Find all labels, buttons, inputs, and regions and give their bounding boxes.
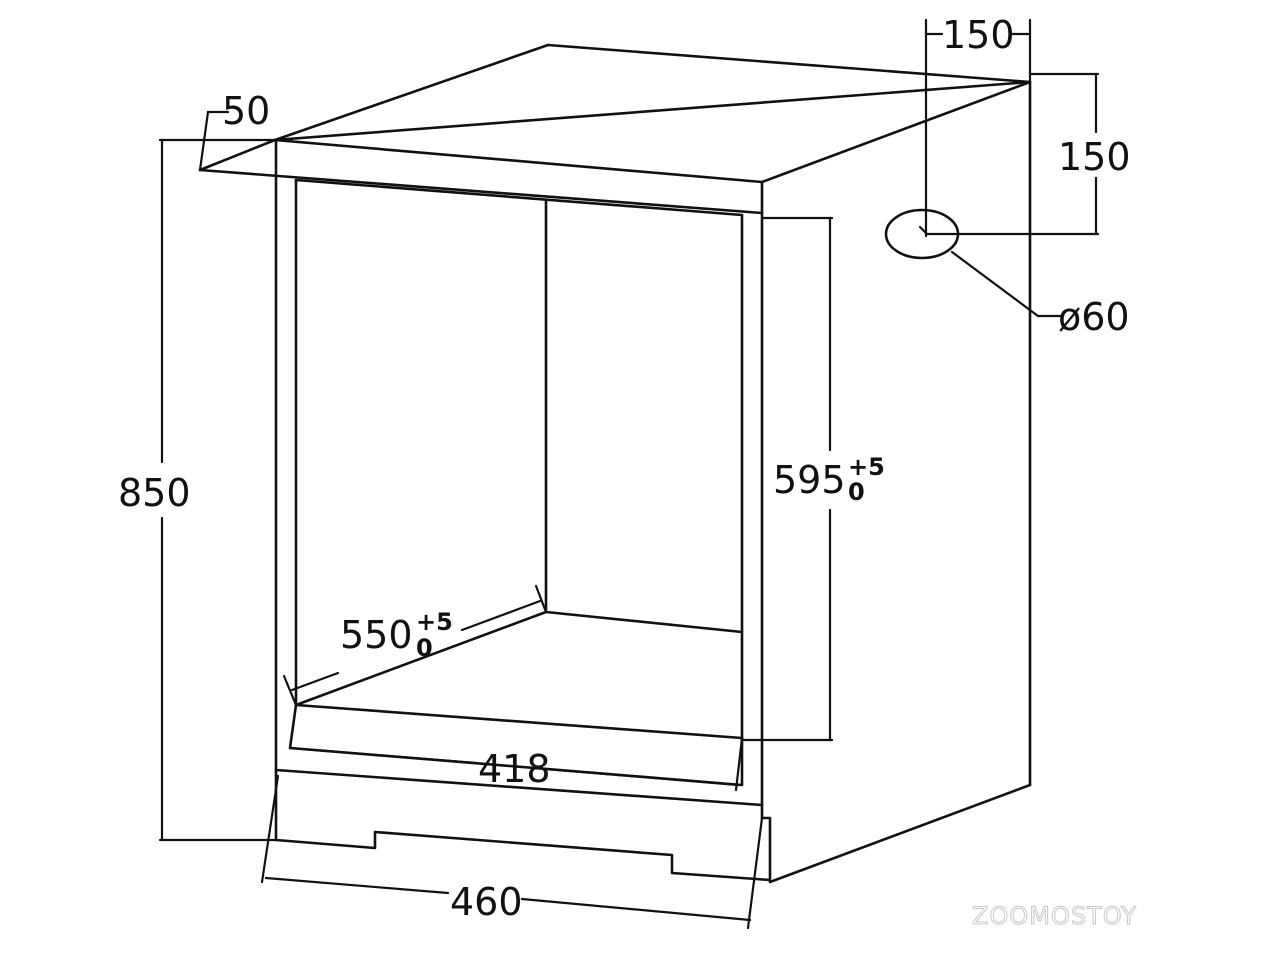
dim-vent-vertical-label: 150 [1058, 135, 1131, 179]
dim-opening-depth-tol-upper: +5 [416, 608, 453, 636]
watermark: ZOOMOSTOY [972, 902, 1137, 930]
plinth-top-edge [274, 768, 764, 807]
top-right-edge [760, 80, 1032, 184]
dim-total-height: 850 [118, 138, 278, 842]
inner-back-bottom-edge [544, 610, 744, 634]
top-back-right-edge [546, 43, 1032, 84]
dim-opening-depth-label: 550 [340, 613, 413, 657]
dim-opening-depth: 550 +5 0 [282, 584, 548, 707]
cabinet-outline [198, 43, 1032, 884]
inner-floor-left-edge [294, 610, 548, 707]
inner-top-edge [294, 178, 744, 217]
plinth-front-profile [274, 816, 772, 882]
dim-vent-horizontal-label: 150 [942, 13, 1015, 57]
dim-vent-diameter: ø60 [950, 250, 1130, 339]
dim-vent-vertical: 150 [924, 72, 1131, 236]
dim-top-offset: 50 [198, 89, 270, 172]
top-slab-left-edge [198, 80, 1032, 172]
top-front-edge [273, 138, 764, 184]
dim-vent-diameter-label: ø60 [1058, 295, 1130, 339]
dim-top-offset-label: 50 [222, 89, 270, 133]
dim-vent-horizontal: 150 [924, 13, 1032, 238]
dim-opening-height-tol-upper: +5 [848, 453, 885, 481]
dim-outer-width: 460 [260, 774, 764, 930]
dim-opening-height-label: 595 [773, 458, 846, 502]
top-back-edge [273, 43, 550, 142]
right-side-bottom-edge [768, 783, 1032, 884]
dim-inner-width-label: 418 [478, 747, 551, 791]
dim-opening-height-tol-lower: 0 [848, 478, 865, 506]
dim-opening-height: 595 +5 0 [740, 216, 885, 742]
shelf-front-board [288, 703, 744, 787]
inner-floor-front-edge [294, 703, 744, 740]
top-slab-front-underside [198, 168, 764, 215]
dim-inner-width: 418 [288, 736, 744, 792]
dim-opening-depth-tol-lower: 0 [416, 634, 433, 662]
dim-outer-width-label: 460 [450, 880, 523, 924]
dim-total-height-label: 850 [118, 471, 191, 515]
